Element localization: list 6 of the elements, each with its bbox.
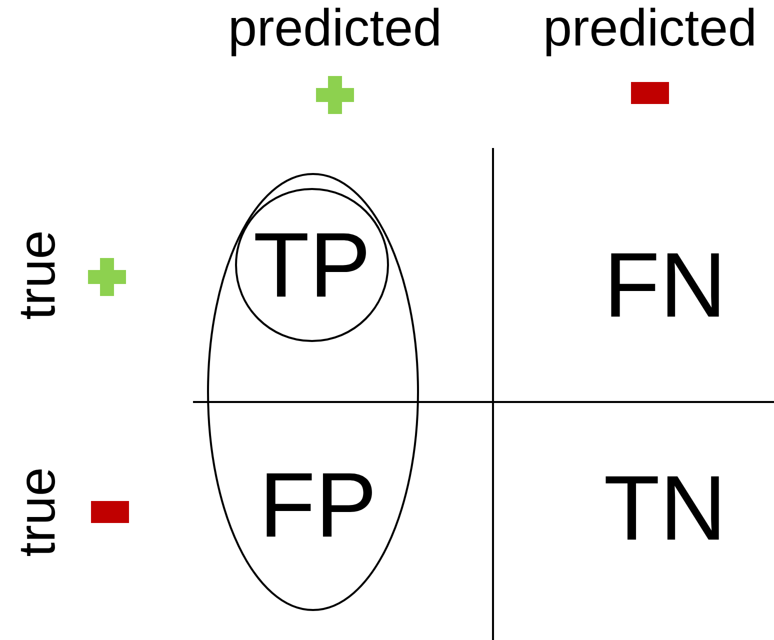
axis-label: predicted xyxy=(546,8,754,56)
axis-label: true xyxy=(20,232,56,320)
cell-label: TN xyxy=(606,476,719,540)
axis-label: true xyxy=(20,470,56,556)
cell-label: FN xyxy=(611,253,719,317)
axis-label: predicted xyxy=(231,8,439,56)
